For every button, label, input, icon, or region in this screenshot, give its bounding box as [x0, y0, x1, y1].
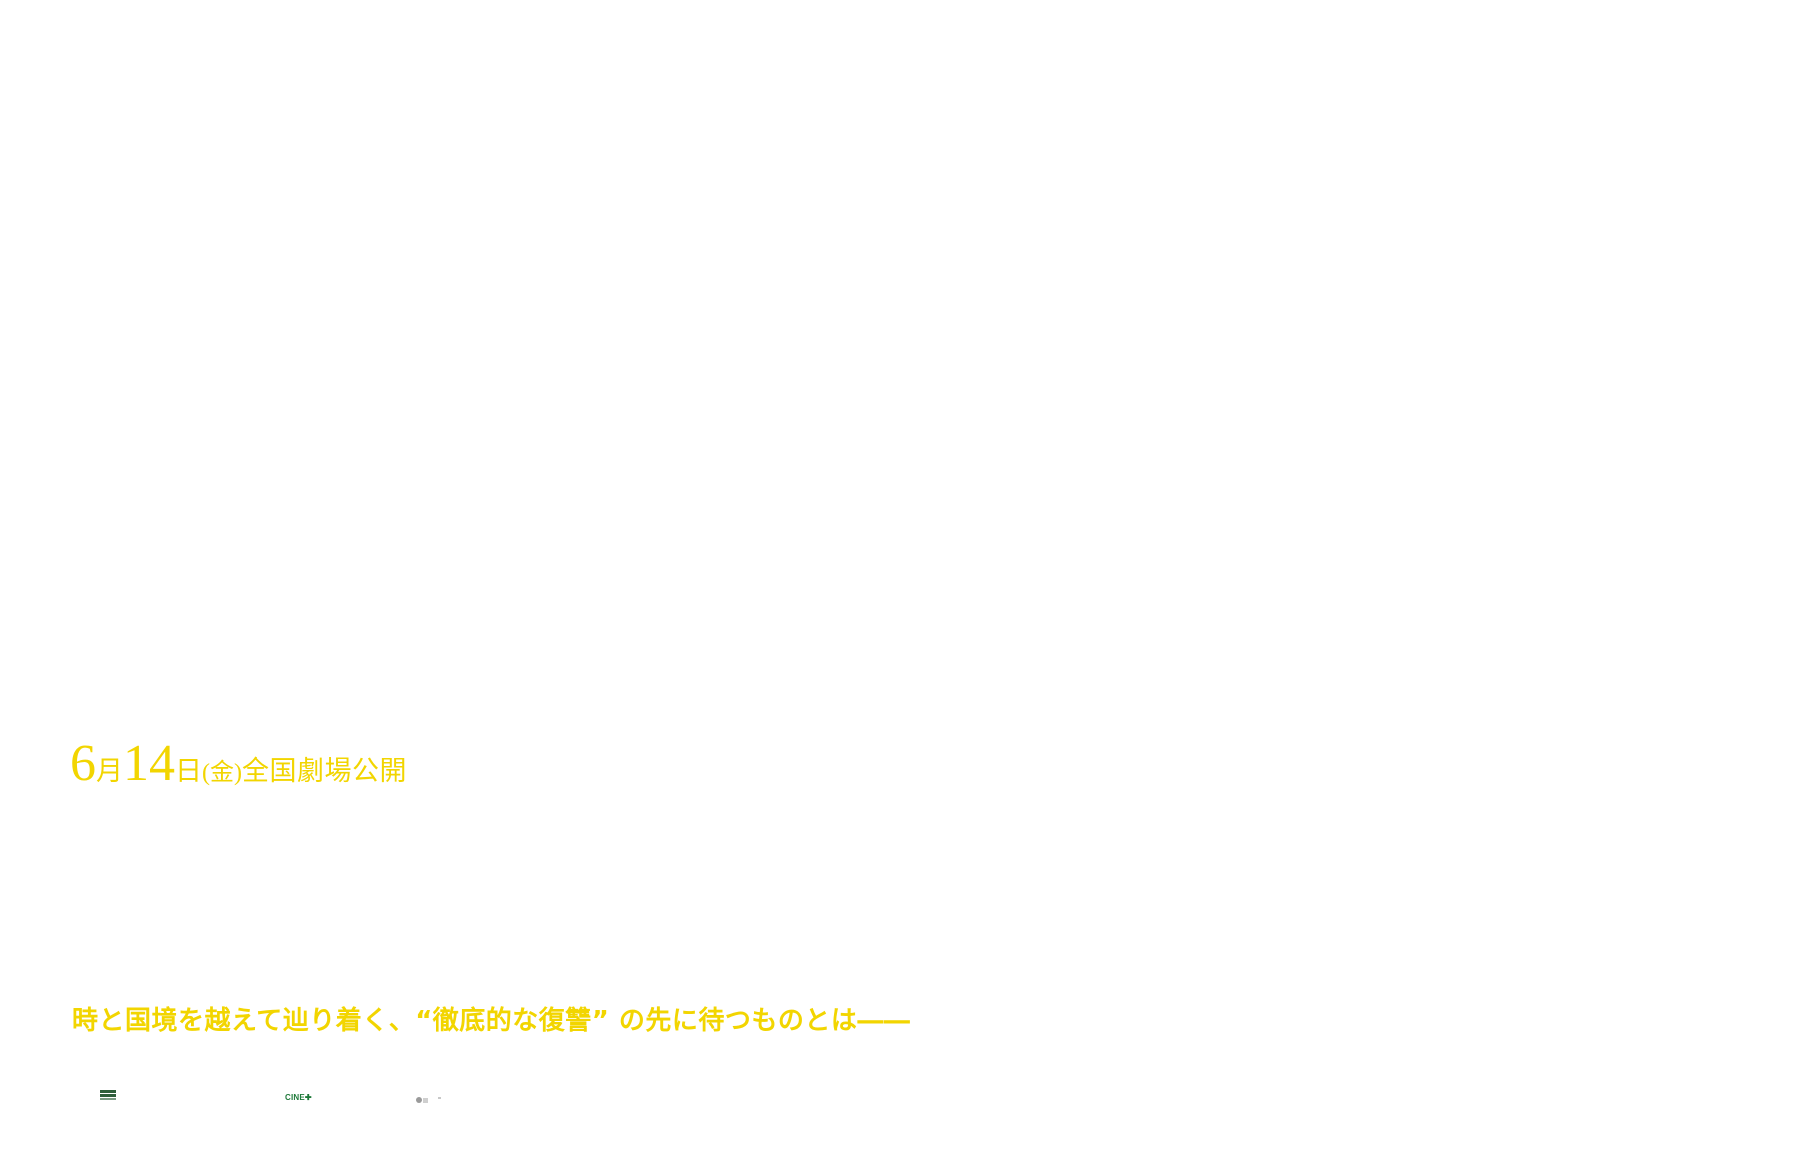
distributor-logo	[415, 1093, 429, 1103]
tagline: 時と国境を越えて辿り着く、“徹底的な復讐” の先に待つものとは――	[72, 1006, 911, 1036]
cine-plus-logo: CINE✚	[285, 1093, 312, 1102]
logo-row: CINE✚	[100, 1090, 560, 1110]
logo-dot	[438, 1097, 441, 1099]
release-text: 全国劇場公開	[241, 756, 407, 786]
distributor-logo-mark	[416, 1097, 428, 1103]
release-month-number: 6	[70, 735, 96, 792]
production-logo	[100, 1090, 116, 1103]
release-day-number: 14	[123, 735, 175, 792]
release-date-heading: 6月14日(金)全国劇場公開	[70, 738, 407, 790]
release-day-unit: 日	[175, 756, 202, 786]
release-weekday: (金)	[202, 760, 242, 786]
release-month-unit: 月	[96, 756, 123, 786]
production-logo-mark	[100, 1090, 116, 1100]
